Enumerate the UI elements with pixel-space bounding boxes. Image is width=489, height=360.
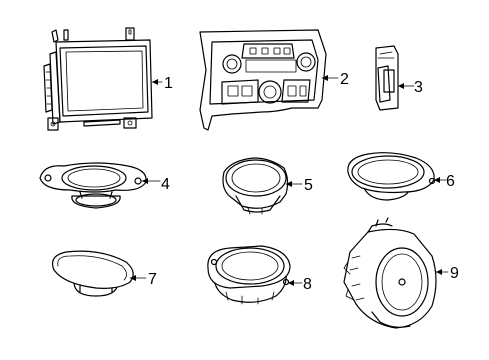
callout-9: 9 (450, 265, 459, 282)
callout-4: 4 (161, 176, 170, 193)
arrowheads (130, 75, 442, 286)
callout-2: 2 (340, 71, 349, 88)
callout-5: 5 (304, 177, 313, 194)
dome-speaker-icon (347, 152, 436, 201)
round-speaker-icon (222, 157, 289, 215)
display-screen-icon (43, 27, 153, 131)
callout-7: 7 (148, 271, 157, 288)
mount-speaker-icon (207, 245, 291, 305)
callout-1: 1 (164, 75, 173, 92)
callout-8: 8 (303, 276, 312, 293)
climate-control-panel-icon (199, 29, 327, 131)
oval-speaker-icon (51, 250, 134, 297)
flange-speaker-icon (39, 162, 147, 209)
subwoofer-icon (343, 217, 437, 329)
callout-3: 3 (414, 79, 423, 96)
callout-6: 6 (446, 173, 455, 190)
bracket-icon (375, 45, 399, 111)
